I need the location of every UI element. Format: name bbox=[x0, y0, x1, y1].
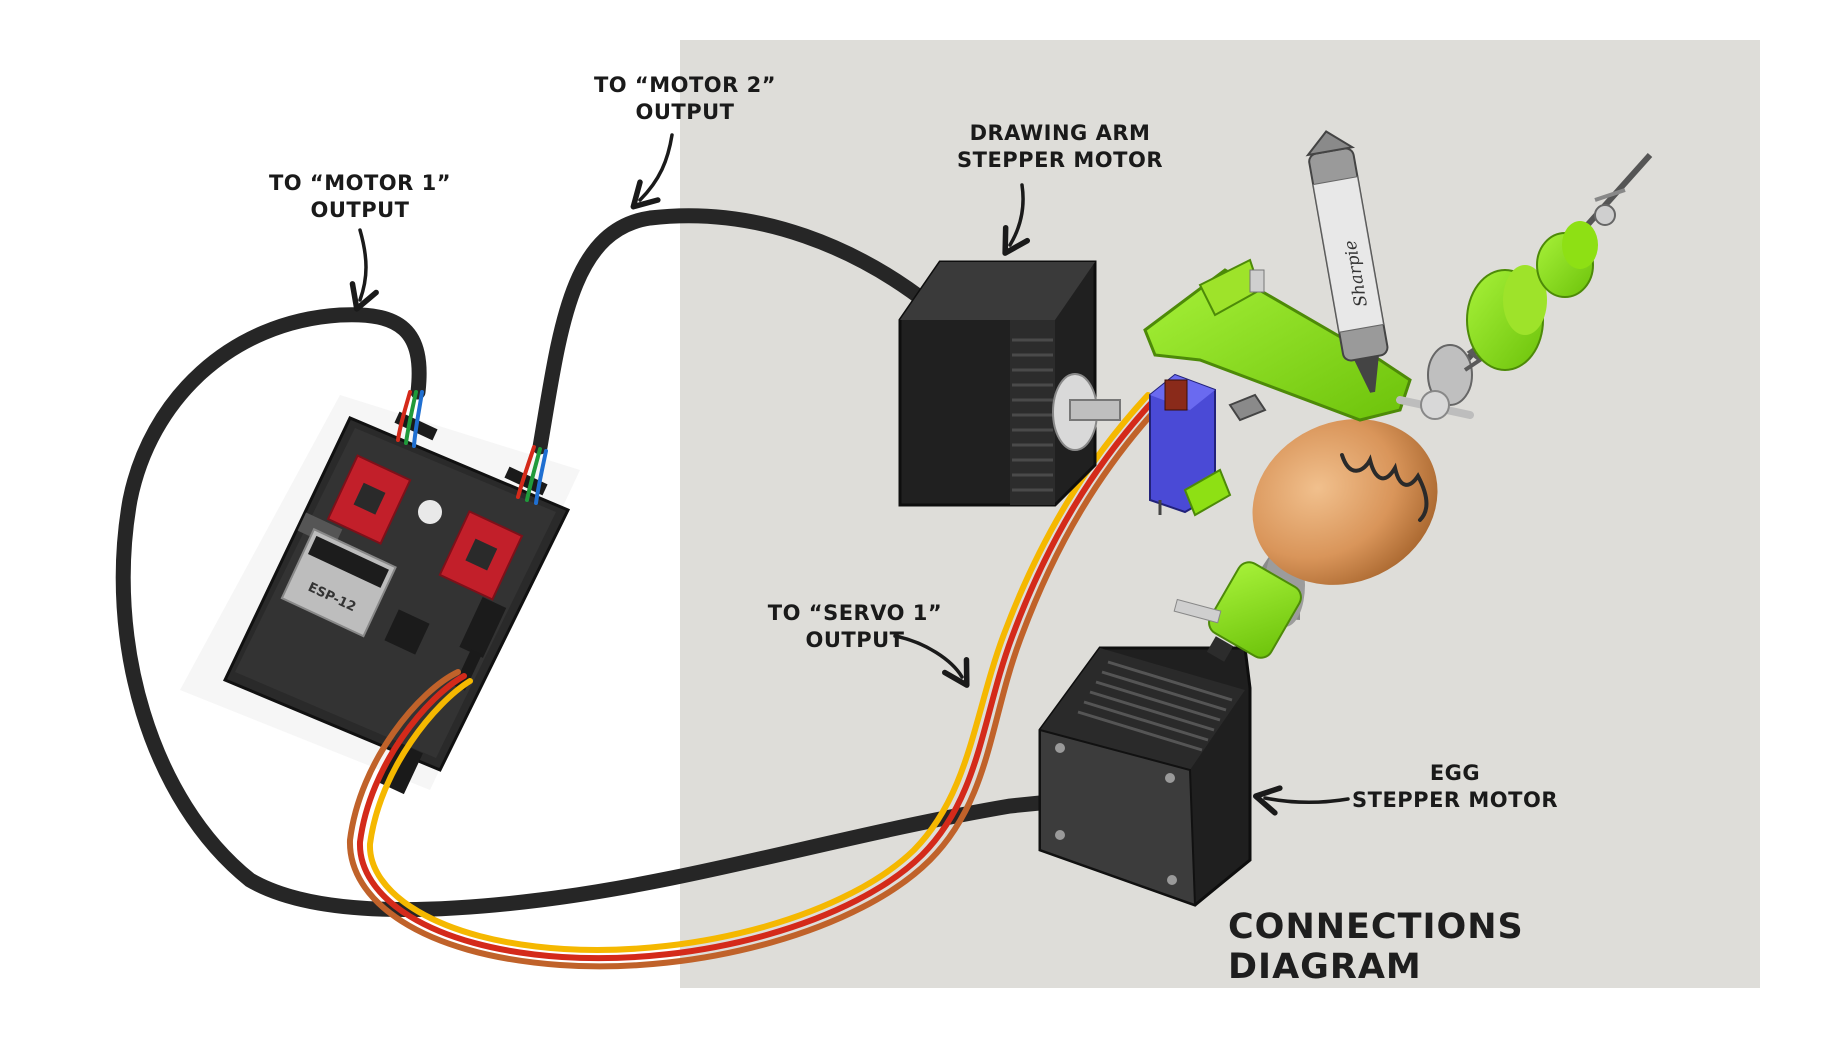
drawing-arm-motor-label-line-1: DRAWING ARM bbox=[969, 121, 1151, 145]
driver-2 bbox=[438, 510, 524, 601]
servo-cable bbox=[346, 392, 1163, 970]
driver-1 bbox=[326, 454, 412, 545]
motor-2-wires bbox=[516, 445, 548, 505]
motor-1-label-line-1: TO “MOTOR 1” bbox=[268, 171, 452, 195]
drawing-arm: Sharpie bbox=[1143, 130, 1474, 517]
upper-egg-holder bbox=[1427, 153, 1653, 406]
drawing-arm-motor-label-line-2: STEPPER MOTOR bbox=[957, 148, 1163, 172]
egg-motor-label-line-1: EGG bbox=[1429, 761, 1481, 785]
motor-1-label: TO “MOTOR 1” OUTPUT bbox=[260, 170, 460, 224]
egg-motor-label: EGG STEPPER MOTOR bbox=[1340, 760, 1570, 814]
arrow-motor-2 bbox=[630, 133, 674, 210]
servo-wire-brown bbox=[346, 402, 1163, 970]
motor-2-cable bbox=[532, 208, 938, 455]
egg-assembly bbox=[1173, 153, 1653, 662]
egg-scribble bbox=[1340, 453, 1429, 522]
arrow-servo-1 bbox=[893, 634, 970, 688]
sharpie-pen: Sharpie bbox=[1305, 130, 1389, 393]
motor-1-wires bbox=[396, 390, 424, 448]
egg-motor-label-line-2: STEPPER MOTOR bbox=[1352, 788, 1558, 812]
servo-1-label-line-1: TO “SERVO 1” bbox=[767, 601, 943, 625]
annotation-arrows bbox=[349, 133, 1350, 816]
servo-1-label-line-2: OUTPUT bbox=[805, 628, 905, 652]
diagram-title: CONNECTIONS DIAGRAM bbox=[1228, 907, 1524, 987]
servo-wire-yellow bbox=[366, 392, 1151, 953]
arrow-egg-motor bbox=[1252, 785, 1350, 816]
egg-stepper-motor bbox=[1038, 646, 1252, 907]
motor-1-cable bbox=[115, 307, 1058, 918]
servo bbox=[1149, 373, 1232, 517]
motor-cables bbox=[115, 208, 1058, 918]
servo-wire-red bbox=[356, 397, 1157, 962]
motor-1-label-line-2: OUTPUT bbox=[310, 198, 410, 222]
servo-1-label: TO “SERVO 1” OUTPUT bbox=[755, 600, 955, 654]
drawing-arm-stepper-motor bbox=[898, 260, 1121, 507]
motor-2-label: TO “MOTOR 2” OUTPUT bbox=[585, 72, 785, 126]
arrow-motor-1 bbox=[349, 228, 379, 312]
egg bbox=[1252, 419, 1438, 585]
motor-2-label-line-1: TO “MOTOR 2” bbox=[593, 73, 777, 97]
controller-board: ESP-12 bbox=[180, 390, 580, 795]
drawing-arm-motor-label: DRAWING ARM STEPPER MOTOR bbox=[945, 120, 1175, 174]
arrow-drawing-arm bbox=[1002, 183, 1031, 256]
esp-module: ESP-12 bbox=[280, 527, 397, 638]
motor-2-label-line-2: OUTPUT bbox=[635, 100, 735, 124]
